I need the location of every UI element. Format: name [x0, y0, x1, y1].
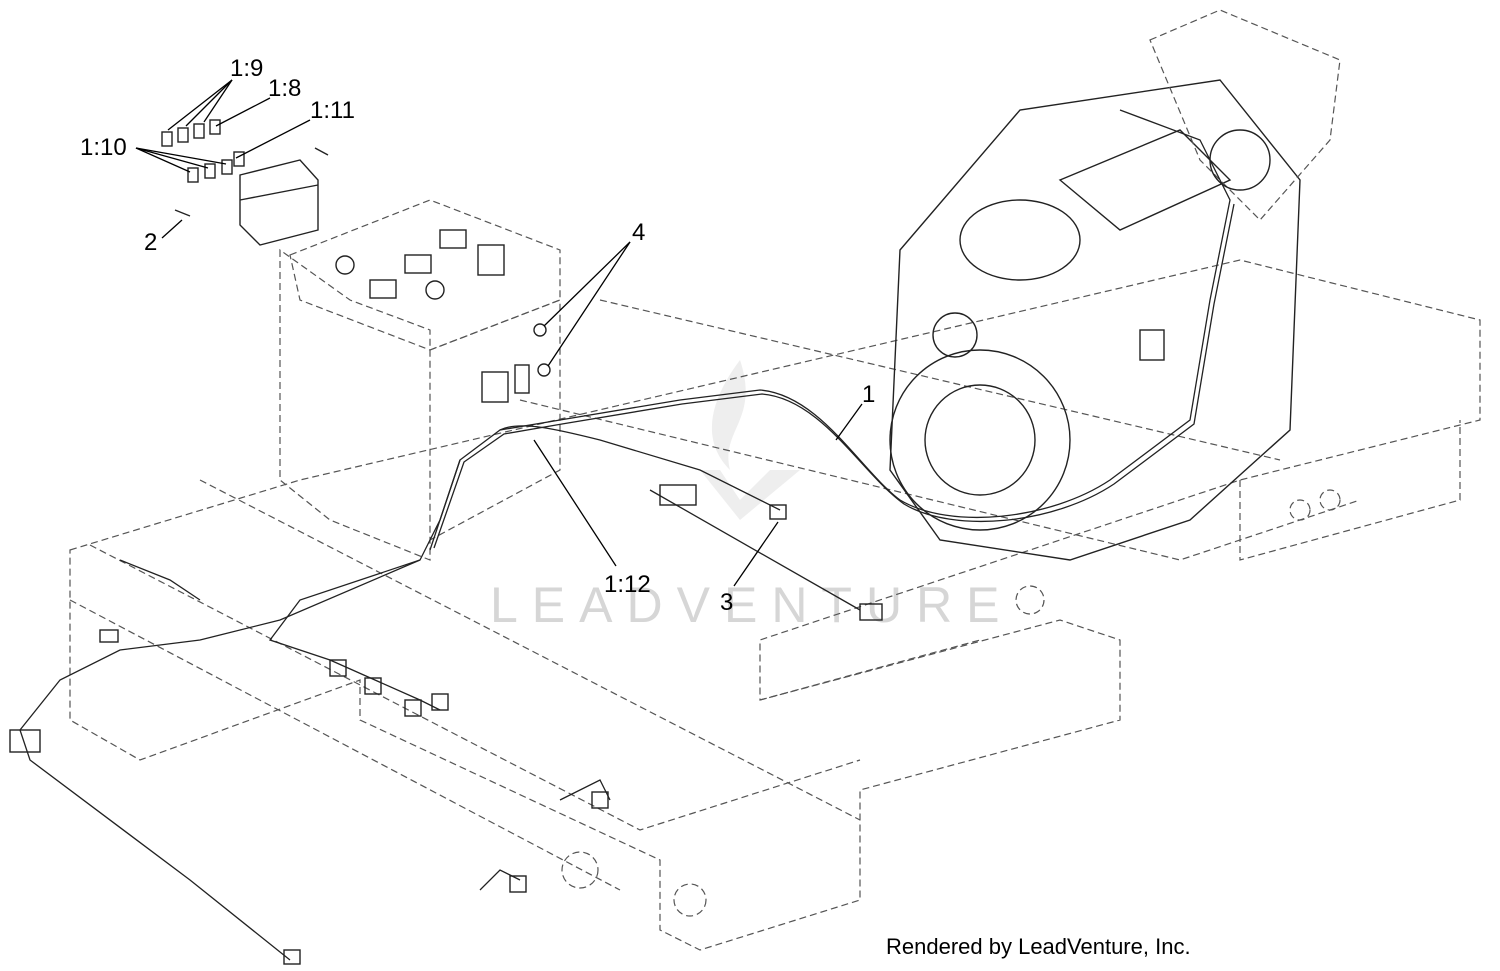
- callout-1: 1: [862, 381, 875, 408]
- engine-assembly: [889, 9, 1341, 561]
- callout-1-10: 1:10: [80, 134, 127, 161]
- leader-lines: [135, 79, 863, 587]
- control-panel: [335, 229, 505, 300]
- callout-1-11: 1:11: [310, 97, 355, 124]
- watermark-text: LEADVENTURE: [490, 577, 1014, 633]
- render-credit: Rendered by LeadVenture, Inc.: [886, 934, 1191, 959]
- callout-4: 4: [632, 219, 645, 246]
- callout-3: 3: [720, 589, 733, 616]
- callout-1-8: 1:8: [268, 75, 301, 102]
- callout-labels: 1:9 1:8 1:11 1:10 2 4 1 1:12 3: [80, 55, 875, 616]
- fasteners: [174, 147, 551, 377]
- callout-1-12: 1:12: [604, 571, 651, 598]
- callout-2: 2: [144, 229, 157, 256]
- watermark-logo: [700, 360, 800, 520]
- wiring-harness: [9, 109, 1235, 965]
- callout-1-9: 1:9: [230, 55, 263, 82]
- relay-block: [161, 119, 319, 246]
- chassis-frame: [69, 199, 1481, 951]
